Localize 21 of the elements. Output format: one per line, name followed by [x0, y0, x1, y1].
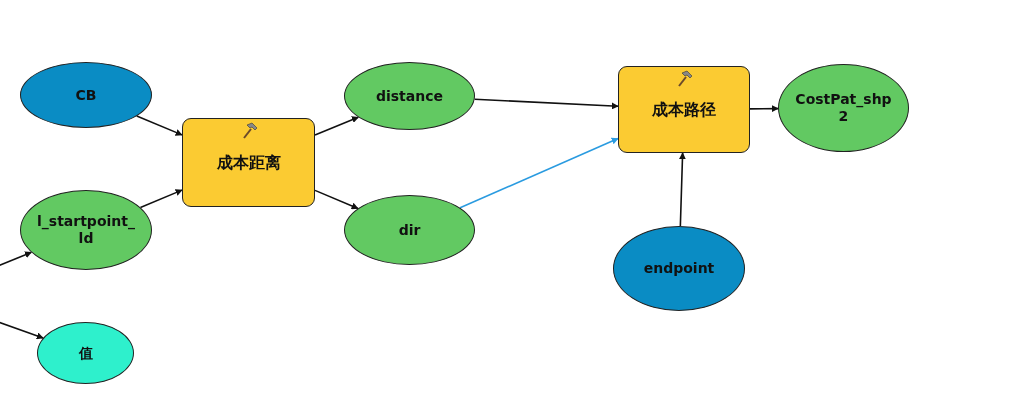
arrow [0, 251, 33, 267]
node-label: 成本距离 [216, 152, 281, 173]
arrow [473, 98, 619, 110]
node-label: dir [398, 221, 421, 239]
node-label: CostPat_shp2 [794, 91, 893, 125]
node-label: CB [75, 86, 97, 104]
node-label: 值 [78, 344, 93, 362]
node-label: 成本路径 [652, 99, 716, 120]
arrow [314, 189, 359, 210]
arrow [678, 152, 686, 227]
arrow [459, 137, 619, 209]
node-label: endpoint [643, 260, 715, 277]
node-label: l_startpoint_ld [36, 213, 136, 247]
tool-box [618, 66, 750, 153]
arrow [749, 105, 779, 113]
tool-box [182, 118, 315, 207]
arrow [135, 115, 183, 136]
arrow [0, 321, 44, 340]
arrow [139, 189, 183, 209]
node-label: distance [375, 87, 444, 105]
arrow [314, 116, 360, 136]
